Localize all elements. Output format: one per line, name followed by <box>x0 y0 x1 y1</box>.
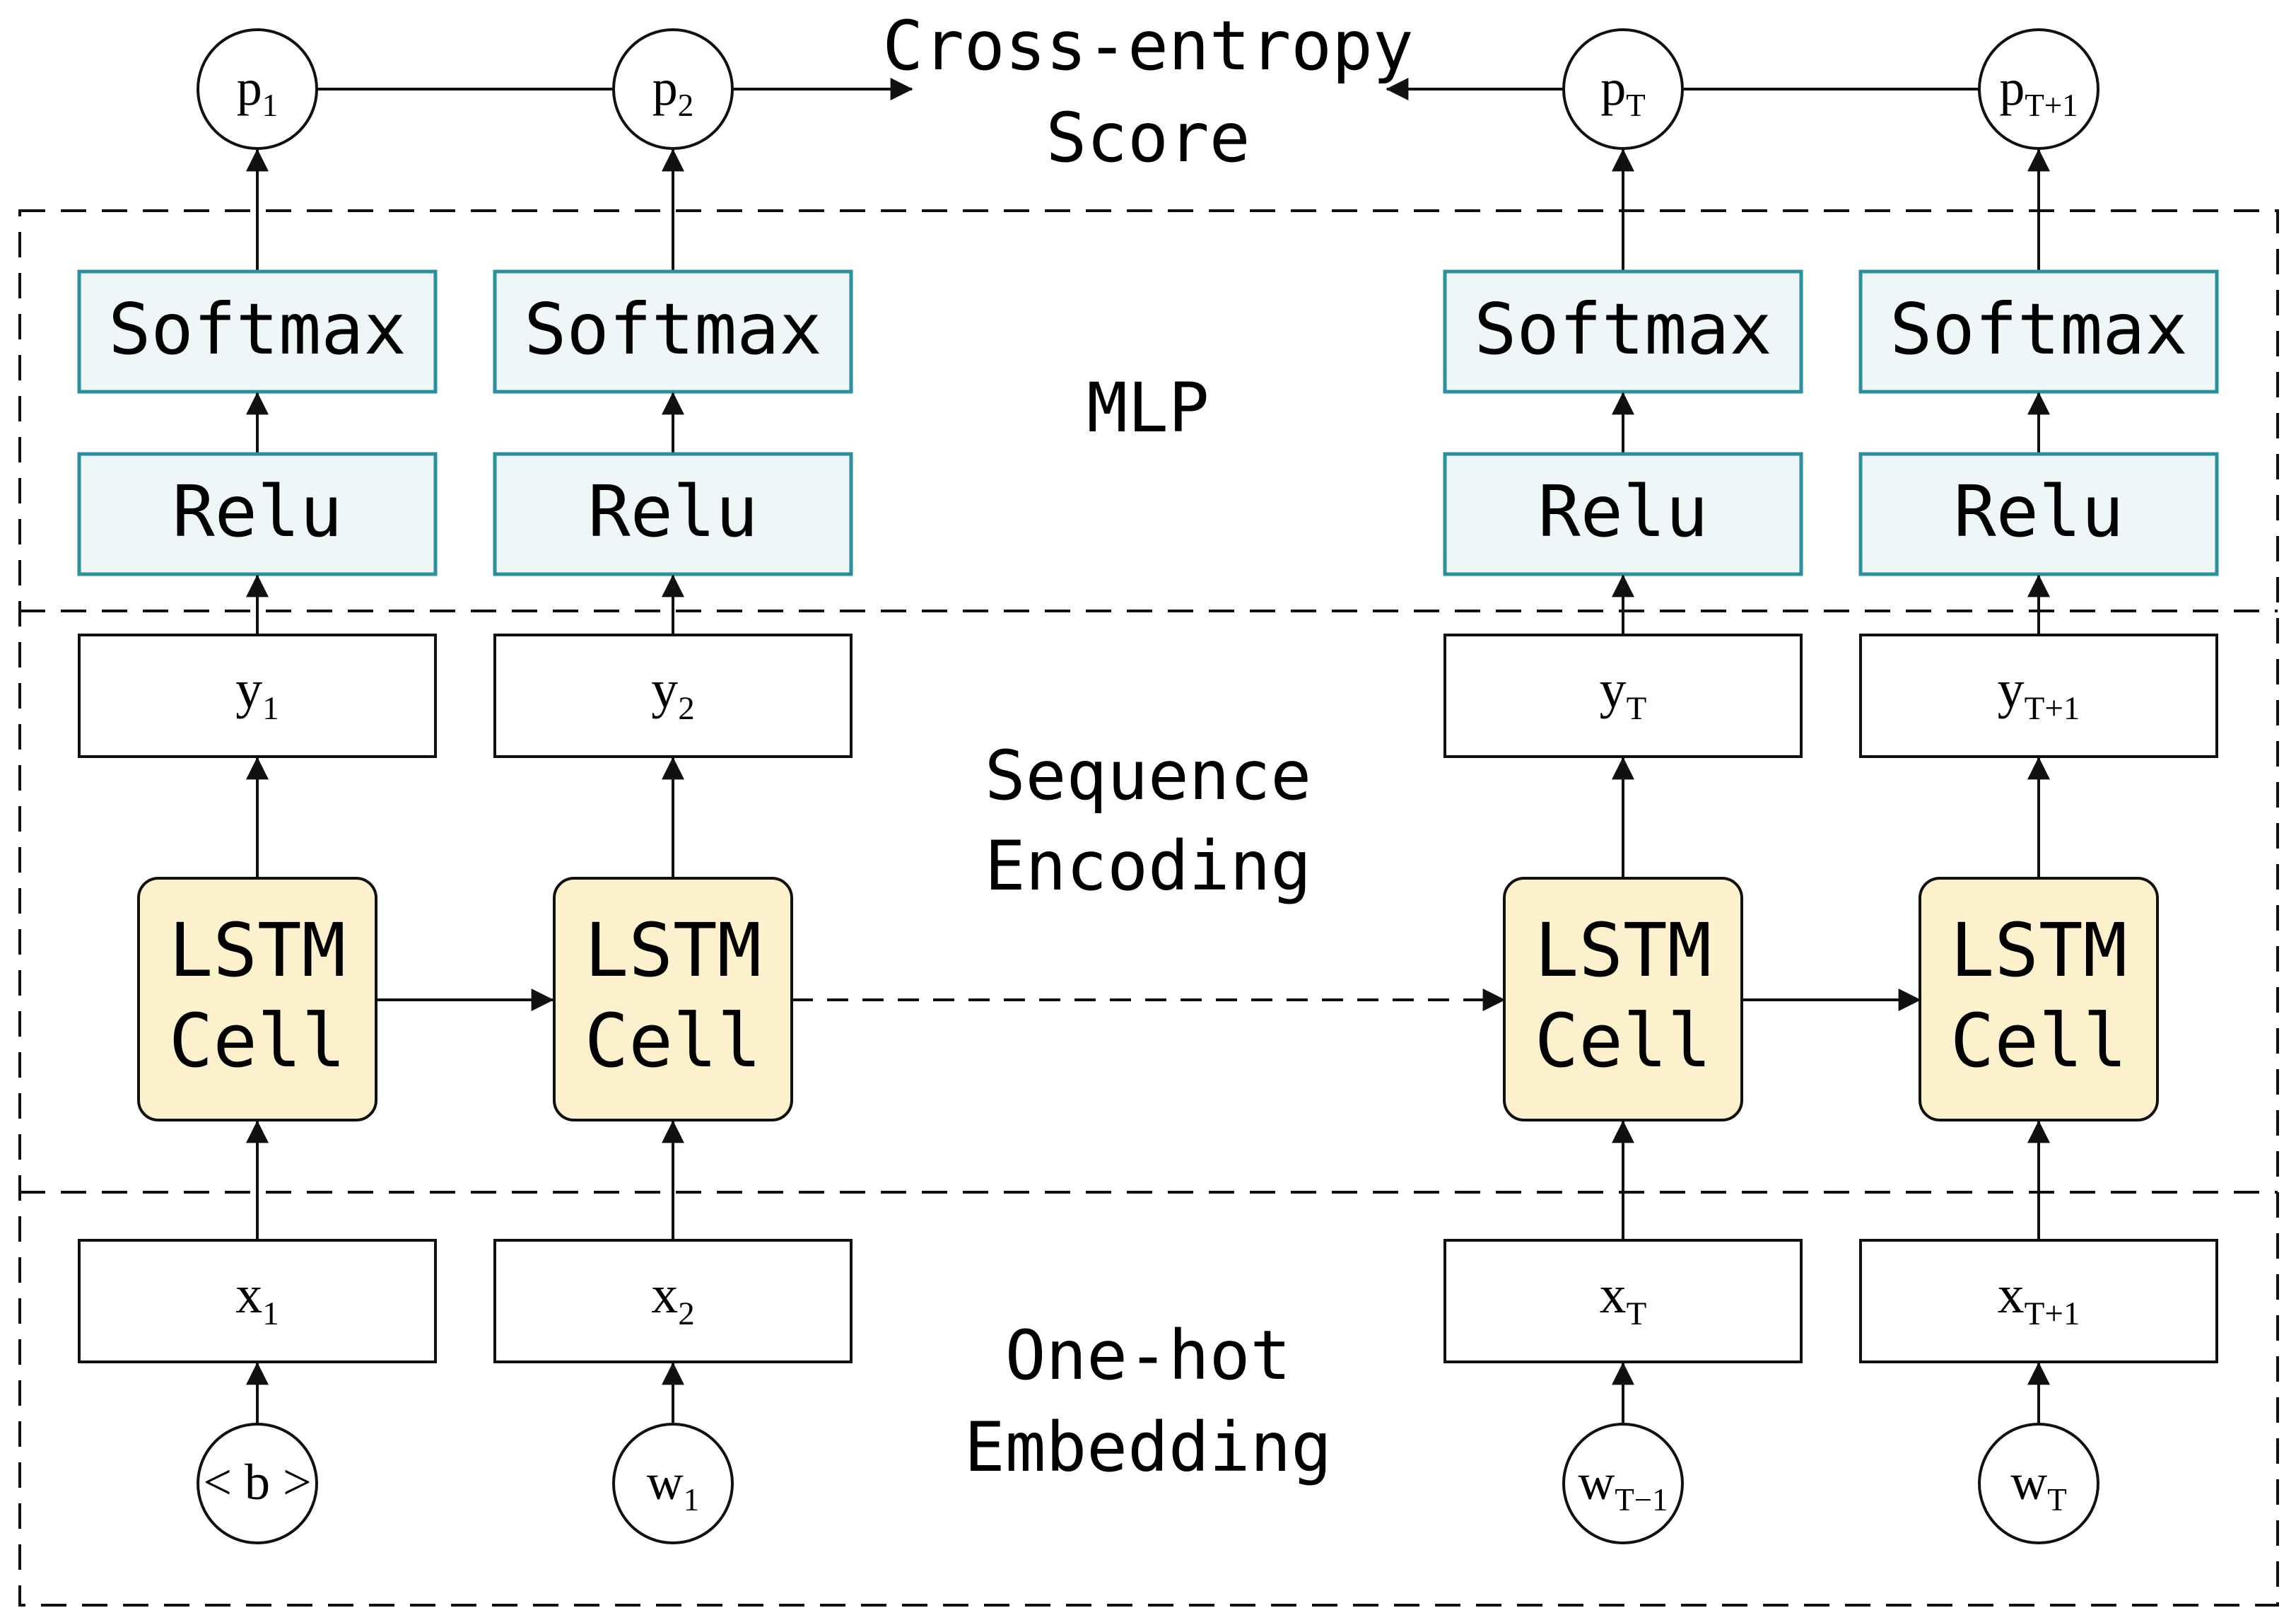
relu-label: Relu <box>1538 470 1709 553</box>
probability-label: p2 <box>652 59 694 123</box>
output-box <box>1859 634 2218 758</box>
softmax-label: Softmax <box>1474 288 1771 371</box>
softmax-label: Softmax <box>524 288 821 371</box>
word-node <box>197 1423 318 1544</box>
relu-box <box>77 452 438 576</box>
lstm-cell-label-line2: Cell <box>1950 998 2127 1084</box>
word-node <box>1562 1423 1684 1544</box>
softmax-label: Softmax <box>1890 288 2187 371</box>
relu-box <box>1858 452 2219 576</box>
relu-label: Relu <box>1954 470 2124 553</box>
output-box <box>1443 634 1803 758</box>
sequence-encoding-label-line2: Encoding <box>985 827 1311 906</box>
probability-node <box>612 28 734 150</box>
lstm-cell-label-line2: Cell <box>585 998 761 1084</box>
score-label: Score <box>1046 98 1250 177</box>
word-node <box>612 1423 734 1544</box>
probability-label: p1 <box>237 59 279 123</box>
outer-dashed-frame <box>18 209 2279 1607</box>
lstm-cell-label-line1: LSTM <box>1950 907 2127 993</box>
relu-box <box>1443 452 1803 576</box>
input-label: x2 <box>651 1265 695 1332</box>
softmax-label: Softmax <box>108 288 406 371</box>
output-label: yT+1 <box>1998 660 2080 727</box>
lstm-cell <box>1503 877 1743 1121</box>
embedding-label-line1: One-hot <box>1005 1316 1292 1395</box>
lstm-cell-label-line1: LSTM <box>585 907 761 993</box>
sequence-encoding-label-line1: Sequence <box>985 736 1311 815</box>
relu-label: Relu <box>172 470 343 553</box>
lstm-cell <box>1919 877 2159 1121</box>
lstm-cell <box>553 877 793 1121</box>
input-box <box>1443 1239 1803 1363</box>
word-node <box>1978 1423 2099 1544</box>
output-box <box>78 634 437 758</box>
word-label: wT <box>2010 1454 2067 1517</box>
output-label: y2 <box>651 660 695 727</box>
output-box <box>493 634 853 758</box>
relu-label: Relu <box>588 470 758 553</box>
output-label: yT <box>1600 660 1647 727</box>
cross-entropy-label: Cross-entropy <box>882 6 1413 86</box>
probability-label: pT+1 <box>1999 59 2078 123</box>
input-box <box>493 1239 853 1363</box>
probability-node <box>1978 28 2099 150</box>
word-label: w1 <box>647 1454 700 1517</box>
input-box <box>78 1239 437 1363</box>
softmax-box <box>1858 269 2219 394</box>
mlp-label: MLP <box>1086 368 1209 448</box>
softmax-box <box>1443 269 1803 394</box>
input-label: xT <box>1600 1265 1647 1332</box>
lstm-cell-label-line1: LSTM <box>1535 907 1711 993</box>
relu-box <box>493 452 853 576</box>
probability-label: pT <box>1600 59 1646 123</box>
input-label: xT+1 <box>1998 1265 2080 1332</box>
output-label: y1 <box>235 660 279 727</box>
probability-node <box>1562 28 1684 150</box>
lstm-cell-label-line1: LSTM <box>169 907 346 993</box>
embedding-label-line2: Embedding <box>964 1408 1332 1487</box>
lstm-cell <box>137 877 377 1121</box>
input-label: x1 <box>235 1265 279 1332</box>
probability-node <box>197 28 318 150</box>
softmax-box <box>493 269 853 394</box>
input-box <box>1859 1239 2218 1363</box>
softmax-box <box>77 269 438 394</box>
word-label: < b > <box>203 1454 311 1510</box>
lstm-cell-label-line2: Cell <box>169 998 346 1084</box>
word-label: wT−1 <box>1578 1454 1668 1517</box>
lstm-cell-label-line2: Cell <box>1535 998 1711 1084</box>
